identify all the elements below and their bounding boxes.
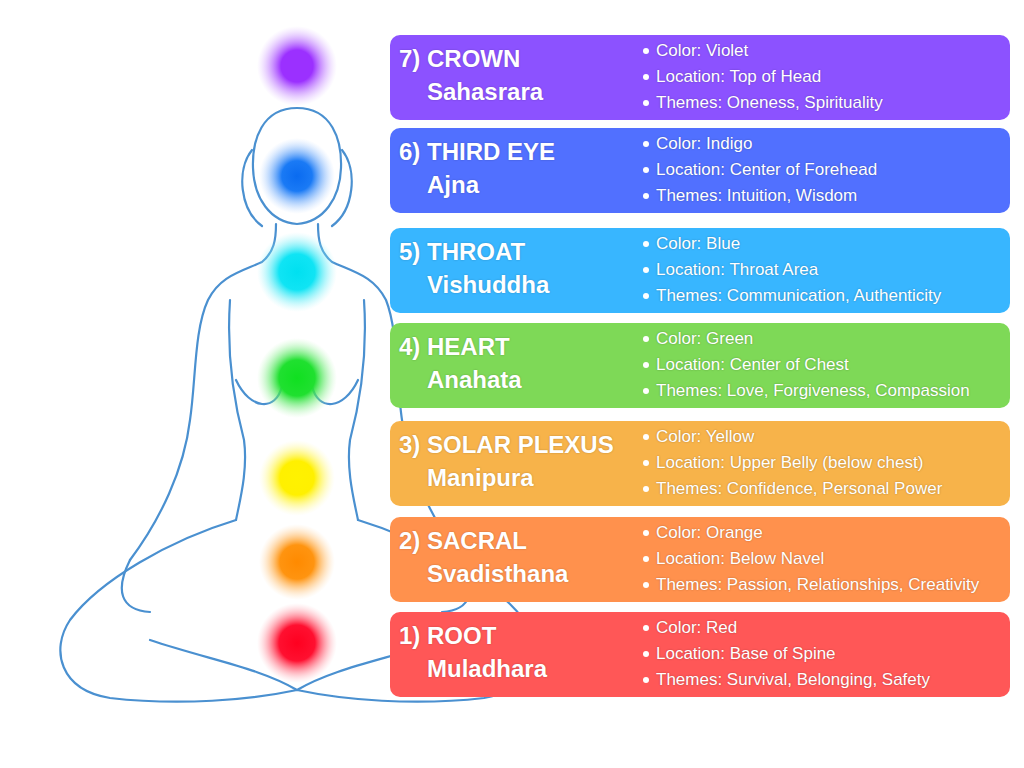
chakra-heading: 2) SACRAL (399, 526, 527, 556)
attribute-item: Color: Indigo (640, 131, 877, 157)
left-arm-outline (130, 224, 276, 560)
attribute-item: Location: Upper Belly (below chest) (640, 450, 942, 476)
sanskrit-name: Sahasrara (427, 77, 543, 107)
attribute-item: Location: Center of Chest (640, 352, 970, 378)
solar-plexus-band: 3) SOLAR PLEXUSManipura Color: YellowLoca… (390, 421, 1010, 506)
sanskrit-name: Anahata (427, 365, 522, 395)
chakra-heading: 6) THIRD EYE (399, 137, 555, 167)
attribute-item: Color: Green (640, 326, 970, 352)
solar-plexus-glow (259, 440, 335, 516)
sacral-band: 2) SACRALSvadisthana Color: OrangeLocatio… (390, 517, 1010, 602)
crown-band: 7) CROWNSahasrara Color: VioletLocation: … (390, 35, 1010, 120)
attribute-list: Color: GreenLocation: Center of ChestThe… (640, 326, 970, 404)
chakra-heading: 7) CROWN (399, 44, 520, 74)
attribute-item: Location: Below Navel (640, 546, 979, 572)
attribute-item: Themes: Passion, Relationships, Creativi… (640, 572, 979, 598)
throat-glow (257, 232, 337, 312)
attribute-item: Location: Top of Head (640, 64, 883, 90)
head-outline (253, 108, 341, 224)
attribute-list: Color: IndigoLocation: Center of Forehea… (640, 131, 877, 209)
attribute-item: Color: Orange (640, 520, 979, 546)
crown-glow (257, 26, 337, 106)
chakra-glows (257, 26, 337, 683)
attribute-item: Themes: Confidence, Personal Power (640, 476, 942, 502)
attribute-list: Color: BlueLocation: Throat AreaThemes: … (640, 231, 941, 309)
torso-outline (229, 300, 365, 520)
attribute-item: Color: Red (640, 615, 930, 641)
sanskrit-name: Svadisthana (427, 559, 568, 589)
attribute-list: Color: RedLocation: Base of SpineThemes:… (640, 615, 930, 693)
third-eye-glow (259, 138, 335, 214)
attribute-list: Color: VioletLocation: Top of HeadThemes… (640, 38, 883, 116)
sacral-glow (259, 524, 335, 600)
chakra-heading: 3) SOLAR PLEXUS (399, 430, 614, 460)
sanskrit-name: Ajna (427, 170, 479, 200)
throat-band: 5) THROATVishuddha Color: BlueLocation: T… (390, 228, 1010, 313)
sanskrit-name: Manipura (427, 463, 534, 493)
attribute-list: Color: OrangeLocation: Below NavelThemes… (640, 520, 979, 598)
chakra-heading: 1) ROOT (399, 621, 496, 651)
heart-glow (257, 338, 337, 418)
attribute-item: Themes: Communication, Authenticity (640, 283, 941, 309)
attribute-item: Themes: Survival, Belonging, Safety (640, 667, 930, 693)
chakra-heading: 5) THROAT (399, 237, 525, 267)
attribute-item: Themes: Oneness, Spirituality (640, 90, 883, 116)
attribute-item: Themes: Intuition, Wisdom (640, 183, 877, 209)
root-band: 1) ROOTMuladhara Color: RedLocation: Base… (390, 612, 1010, 697)
sanskrit-name: Vishuddha (427, 270, 549, 300)
attribute-item: Color: Violet (640, 38, 883, 64)
attribute-item: Color: Blue (640, 231, 941, 257)
attribute-item: Location: Center of Forehead (640, 157, 877, 183)
sanskrit-name: Muladhara (427, 654, 547, 684)
attribute-item: Color: Yellow (640, 424, 942, 450)
attribute-item: Themes: Love, Forgiveness, Compassion (640, 378, 970, 404)
attribute-item: Location: Throat Area (640, 257, 941, 283)
attribute-list: Color: YellowLocation: Upper Belly (belo… (640, 424, 942, 502)
third-eye-band: 6) THIRD EYEAjna Color: IndigoLocation: C… (390, 128, 1010, 213)
attribute-item: Location: Base of Spine (640, 641, 930, 667)
heart-band: 4) HEARTAnahata Color: GreenLocation: Cen… (390, 323, 1010, 408)
chakra-heading: 4) HEART (399, 332, 510, 362)
root-glow (257, 603, 337, 683)
